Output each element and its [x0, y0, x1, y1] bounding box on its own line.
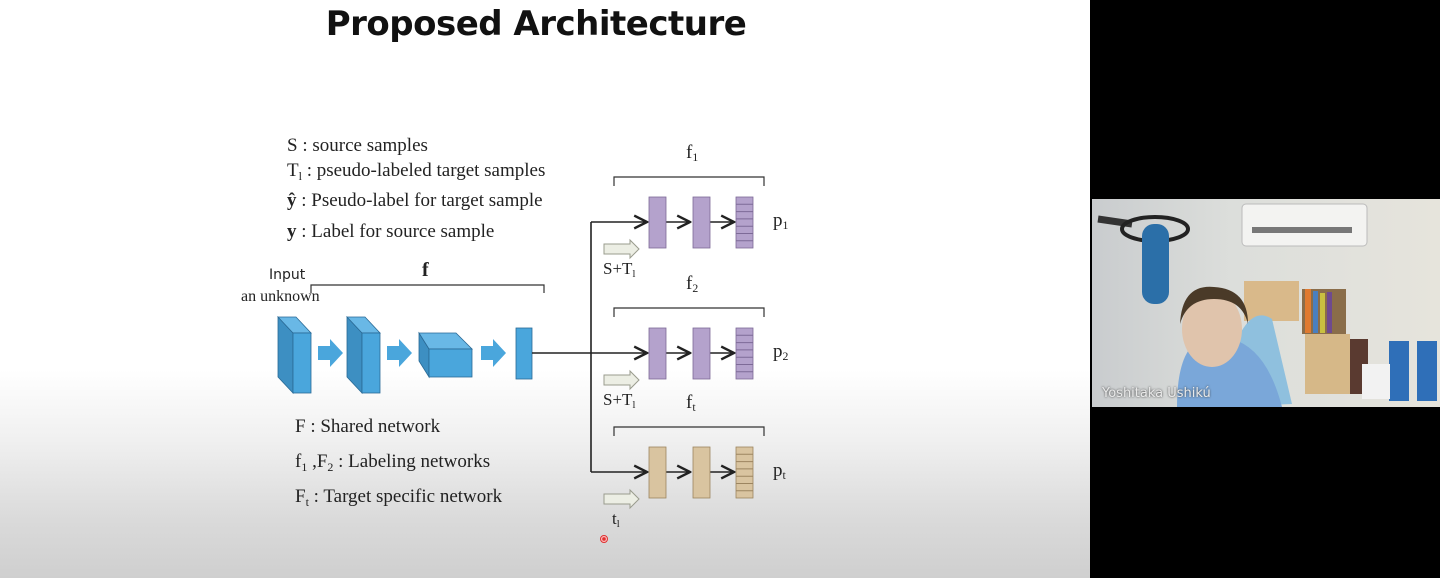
laser-pointer	[600, 535, 608, 543]
branch-name-label: f1	[686, 142, 699, 164]
legend-text: : source samples	[297, 135, 428, 156]
legend-text: : pseudo-labeled target samples	[301, 160, 546, 181]
legend-label: y : Label for source sample	[287, 222, 494, 241]
legend-symbol: ŷ	[287, 190, 297, 211]
presentation-slide: Proposed Architecture S : source samples…	[0, 0, 1090, 578]
legend-symbol: F	[295, 486, 306, 507]
legend-source: S : source samples	[287, 136, 428, 155]
branch-layer	[692, 327, 711, 380]
legend-symbol: F	[295, 416, 306, 437]
branch-output-label: pt	[773, 460, 786, 482]
legend-symbol: y	[287, 221, 297, 242]
branch-layer	[692, 446, 711, 499]
output-layer	[735, 196, 754, 249]
branch-input-label: S+Tl	[603, 390, 636, 411]
branch-bracket	[613, 426, 765, 436]
microphone	[1142, 224, 1169, 304]
legend-text: : Pseudo-label for target sample	[296, 190, 543, 211]
legend-sub: l	[298, 169, 302, 183]
branch-2	[591, 307, 765, 391]
branch-1	[591, 176, 765, 260]
branch-input-label: S+Tl	[603, 259, 636, 280]
legend-target-network: Ft : Target specific network	[295, 487, 502, 508]
branch-name-label: f2	[686, 273, 699, 295]
shared-bracket	[310, 284, 545, 293]
cardboard-box	[1244, 281, 1299, 321]
feature-layer	[515, 327, 533, 380]
legend-sub: 2	[327, 460, 334, 474]
conv-layer-1	[277, 315, 312, 395]
branch-output-label: p2	[773, 341, 789, 363]
input-flow-arrow	[603, 488, 640, 510]
legend-symbol: T	[287, 160, 299, 181]
legend-pseudo-label: ŷ : Pseudo-label for target sample	[287, 191, 543, 210]
air-conditioner	[1241, 203, 1368, 247]
conv-layer-2	[346, 315, 381, 395]
block-arrow-3	[481, 339, 506, 367]
branch-input-label: tl	[612, 509, 620, 530]
legend-pseudo-labeled: Tl : pseudo-labeled target samples	[287, 161, 545, 182]
legend-sub: t	[305, 495, 309, 509]
branch-layer	[648, 446, 667, 499]
block-arrow-1	[318, 339, 343, 367]
slide-title: Proposed Architecture	[325, 4, 747, 44]
output-layer	[735, 446, 754, 499]
branch-3	[591, 426, 765, 510]
participant-name: Yoshitaka Ushikú	[1102, 386, 1211, 401]
legend-sub: 1	[301, 460, 308, 474]
branch-output-label: p1	[773, 210, 789, 232]
person-face	[1182, 291, 1242, 367]
branch-layer	[692, 196, 711, 249]
binder	[1389, 341, 1409, 401]
input-flow-arrow	[603, 369, 640, 391]
legend-text: : Shared network	[305, 416, 441, 437]
pooling-layer	[418, 331, 473, 379]
legend-text: : Labeling networks	[333, 451, 491, 472]
branch-layer	[648, 327, 667, 380]
shared-net-label: f	[422, 259, 429, 281]
participant-video-tile[interactable]: Yoshitaka Ushikú	[1092, 199, 1440, 407]
legend-shared-network: F : Shared network	[295, 417, 440, 436]
input-sublabel: an unknown	[241, 288, 320, 305]
branch-bracket	[613, 307, 765, 317]
branch-layer	[648, 196, 667, 249]
branch-name-label: ft	[686, 392, 696, 414]
block-arrow-2	[387, 339, 412, 367]
legend-symbol: f	[295, 451, 302, 472]
legend-text: : Target specific network	[308, 486, 503, 507]
video-feed	[1097, 203, 1437, 407]
output-layer	[735, 327, 754, 380]
input-label: Input	[269, 267, 306, 283]
input-flow-arrow	[603, 238, 640, 260]
legend-text: : Label for source sample	[296, 221, 495, 242]
legend-symbol: S	[287, 135, 298, 156]
legend-labeling-networks: f1 ,F2 : Labeling networks	[295, 452, 490, 473]
architecture-diagram	[277, 176, 765, 510]
branch-bracket	[613, 176, 765, 186]
legend-symbol: ,F	[307, 451, 328, 472]
